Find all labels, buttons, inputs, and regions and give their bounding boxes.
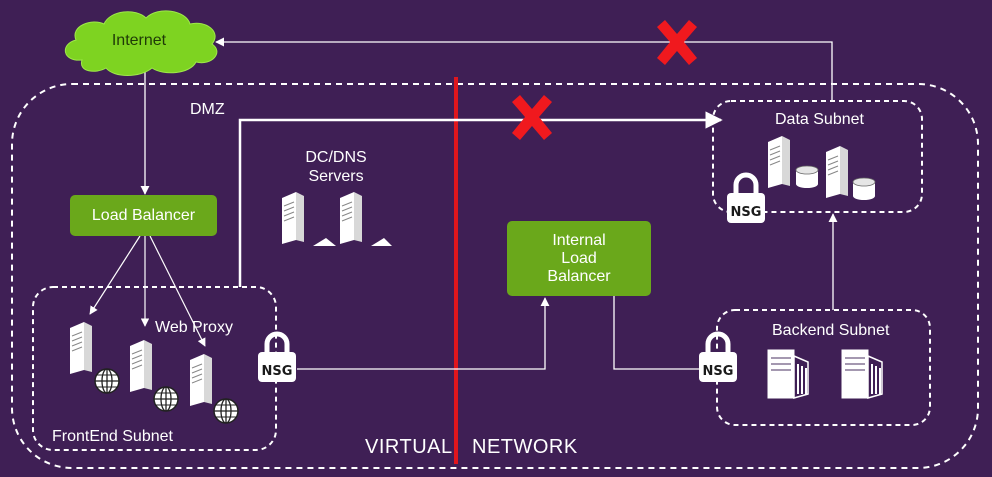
- nsg-data-label: NSG: [730, 205, 762, 220]
- server-icon: [69, 321, 93, 375]
- data-subnet-label: Data Subnet: [775, 111, 864, 128]
- database-icon: [852, 177, 876, 201]
- nsg-frontend-label: NSG: [261, 364, 293, 379]
- database-icon: [795, 165, 819, 189]
- dmz-label: DMZ: [190, 101, 225, 118]
- server-icon: [841, 349, 883, 399]
- blocked-x-icon: [512, 95, 552, 140]
- frontend-to-ilb-connector: [297, 297, 550, 370]
- frontend-subnet-boundary: [32, 286, 277, 451]
- nsg-backend-label: NSG: [702, 364, 734, 379]
- load-balancer-label: Load Balancer: [91, 206, 196, 224]
- dc-dns-label: DC/DNS Servers: [305, 149, 367, 185]
- virtual-network-boundary: [11, 83, 979, 469]
- virtual-label: VIRTUAL: [365, 436, 453, 458]
- frontend-subnet-label: FrontEnd Subnet: [52, 428, 173, 445]
- internal-load-balancer-node[interactable]: Internal Load Balancer: [507, 221, 651, 296]
- globe-icon: [153, 386, 179, 412]
- lb-to-server3-connector: [149, 235, 206, 347]
- globe-icon: [94, 368, 120, 394]
- server-icon: [129, 339, 153, 393]
- data-to-internet-connector: [215, 37, 833, 101]
- server-icon: [767, 349, 809, 399]
- backend-subnet-boundary: [716, 309, 931, 426]
- ilb-to-backend-connector: [613, 296, 700, 370]
- internet-label: Internet: [111, 32, 167, 49]
- server-icon: [767, 135, 791, 189]
- backend-subnet-label: Backend Subnet: [772, 322, 890, 339]
- internal-load-balancer-label: Internal Load Balancer: [547, 231, 611, 285]
- server-icon: [825, 145, 849, 199]
- server-icon: [281, 191, 305, 245]
- load-balancer-node[interactable]: Load Balancer: [70, 195, 217, 236]
- web-proxy-label: Web Proxy: [155, 319, 233, 336]
- network-label: NETWORK: [472, 436, 578, 458]
- server-icon: [189, 353, 213, 407]
- globe-icon: [213, 398, 239, 424]
- cloud-icon: [65, 10, 218, 76]
- lb-to-server1-connector: [89, 235, 141, 315]
- server-icon: [339, 191, 363, 245]
- proxy-to-data-connector: [238, 111, 723, 287]
- data-subnet-boundary: [712, 100, 923, 213]
